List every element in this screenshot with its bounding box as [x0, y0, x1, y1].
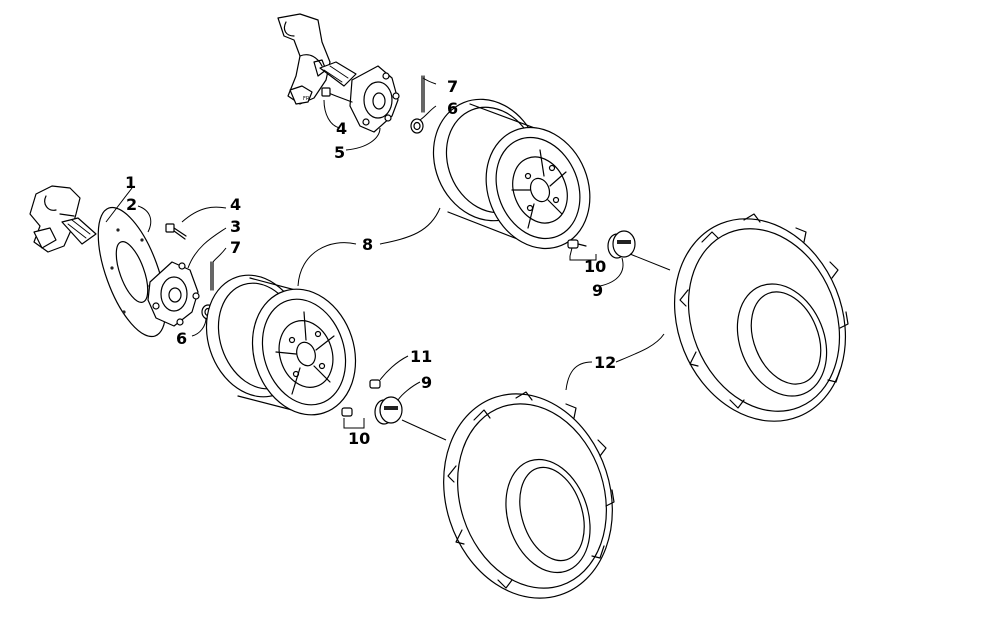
callout-7a: 7 — [447, 77, 458, 96]
lower-tire — [443, 391, 615, 599]
callout-7b: 7 — [230, 238, 241, 257]
callout-4a: 4 — [230, 195, 241, 214]
left-spindle — [61, 217, 97, 245]
left-cotter-pin — [210, 261, 214, 291]
lower-valve-stem — [369, 379, 381, 389]
callout-9a: 9 — [592, 281, 603, 300]
callout-6a: 6 — [447, 99, 458, 118]
left-steering-knuckle — [29, 185, 81, 253]
callout-2: 2 — [126, 195, 137, 214]
lower-wheel-rim — [205, 274, 357, 416]
callout-12: 12 — [594, 353, 616, 372]
callout-4b: 4 — [336, 119, 347, 138]
lower-hub-cap — [374, 396, 403, 425]
upper-spindle — [319, 61, 357, 87]
upper-steering-knuckle: FR — [277, 13, 331, 105]
callout-6b: 6 — [176, 329, 187, 348]
upper-wheel-rim — [432, 98, 591, 250]
upper-cotter-pin — [421, 75, 425, 113]
upper-castle-nut — [410, 118, 424, 134]
leader-lines — [105, 77, 671, 441]
callout-11: 11 — [410, 347, 432, 366]
callout-5: 5 — [334, 143, 345, 162]
callout-10b: 10 — [348, 429, 370, 448]
callout-1: 1 — [125, 173, 136, 192]
callout-9b: 9 — [421, 373, 432, 392]
svg-text:FR: FR — [303, 96, 310, 102]
callout-8: 8 — [362, 235, 373, 254]
callouts: 1 2 3 4 4 5 6 6 7 7 8 9 9 10 10 11 12 — [125, 77, 616, 448]
upper-lug-nut — [567, 239, 587, 249]
upper-bolt — [321, 87, 353, 103]
upper-tire — [673, 213, 849, 422]
lower-lug-nut — [341, 407, 353, 417]
brake-disc — [97, 206, 167, 338]
left-bolt — [165, 223, 187, 240]
callout-10a: 10 — [584, 257, 606, 276]
upper-hub-cap — [607, 230, 636, 259]
callout-3: 3 — [230, 217, 241, 236]
upper-wheel-hub — [349, 65, 400, 133]
left-wheel-hub — [147, 261, 200, 327]
